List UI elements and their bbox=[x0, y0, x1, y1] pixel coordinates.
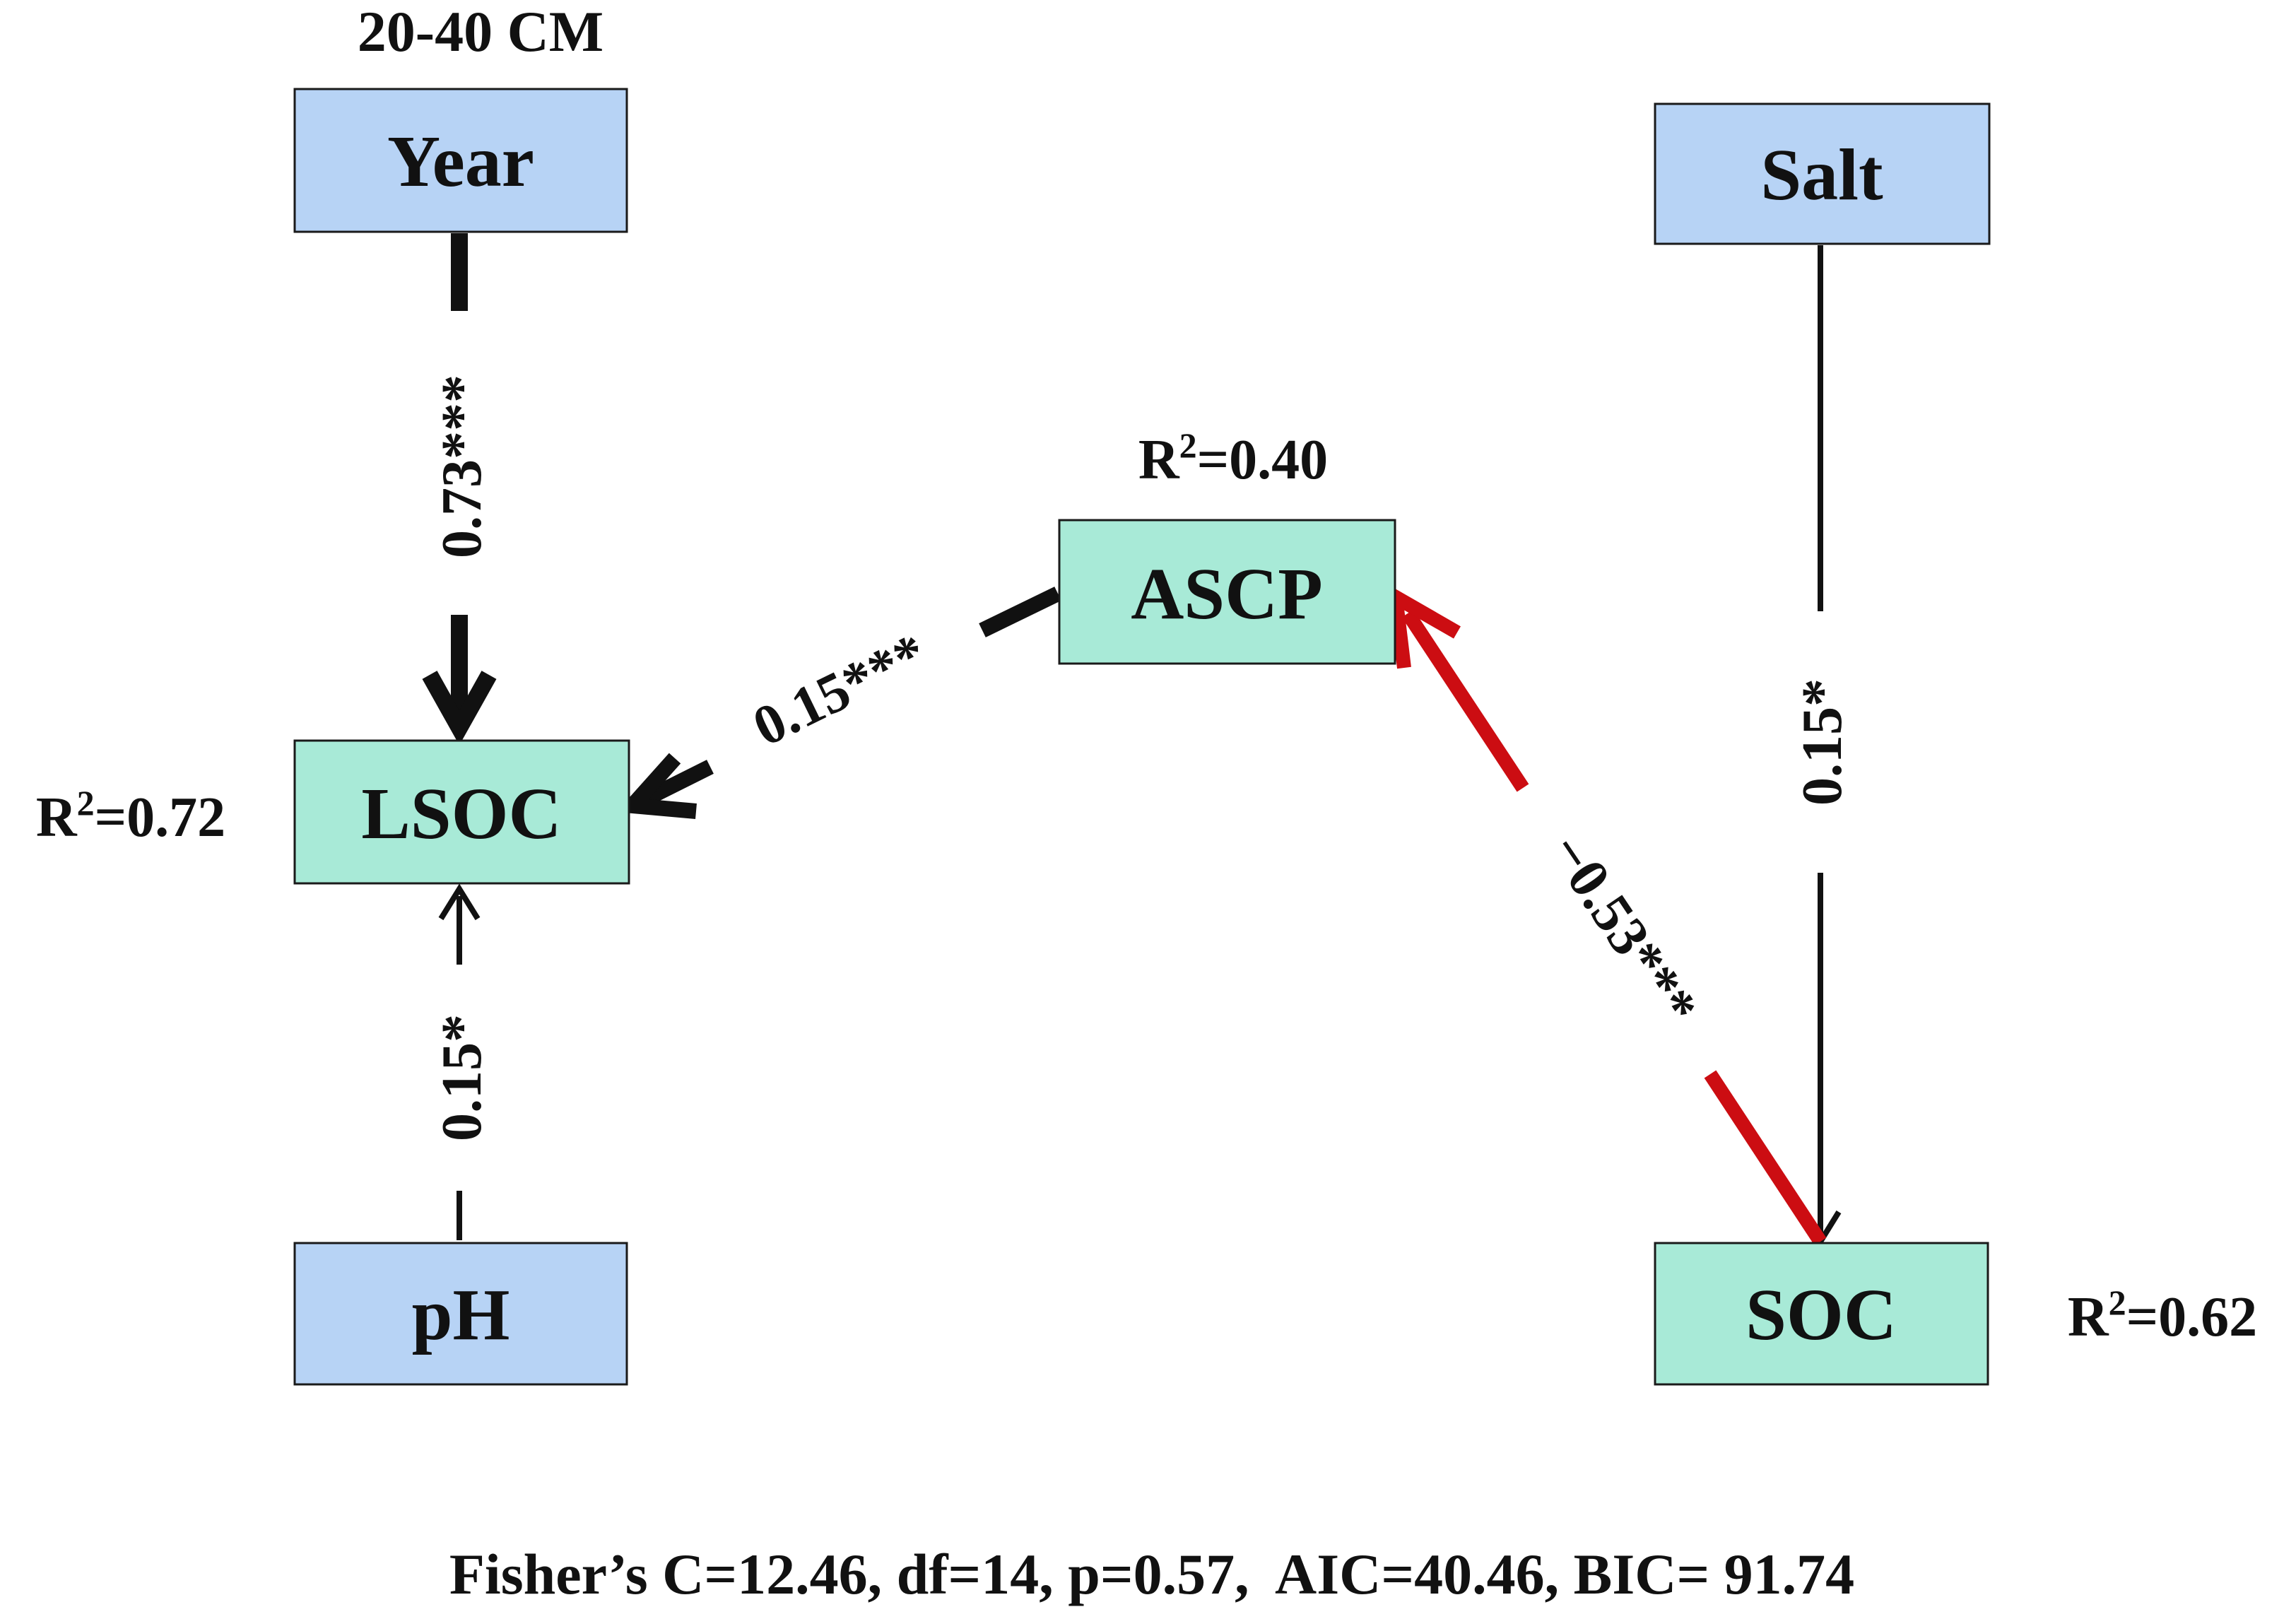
r2-soc-sup: 2 bbox=[2109, 1283, 2126, 1322]
node-soc-box bbox=[1654, 1242, 1989, 1386]
path-year-to-lsoc: 0.73*** bbox=[422, 233, 497, 746]
coef-year-to-lsoc: 0.73*** bbox=[431, 375, 493, 558]
r2-lsoc: R2=0.72 bbox=[36, 783, 225, 849]
path-soc-to-ascp-line-bottom bbox=[1704, 1070, 1827, 1246]
r2-ascp-value: =0.40 bbox=[1197, 429, 1329, 491]
path-salt-to-soc: 0.15* bbox=[1791, 245, 1854, 1247]
node-salt-label: Salt bbox=[1760, 134, 1883, 216]
node-year: Year bbox=[293, 88, 628, 233]
node-lsoc: LSOC R2=0.72 bbox=[36, 739, 630, 885]
node-lsoc-box bbox=[293, 739, 630, 885]
node-ascp-label: ASCP bbox=[1131, 553, 1323, 635]
r2-soc-prefix: R bbox=[2068, 1286, 2109, 1348]
node-ph-label: pH bbox=[412, 1274, 510, 1355]
r2-ascp: R2=0.40 bbox=[1138, 425, 1328, 491]
node-soc-label: SOC bbox=[1745, 1274, 1897, 1355]
r2-lsoc-sup: 2 bbox=[77, 783, 95, 823]
path-ascp-to-lsoc-line-right bbox=[979, 587, 1061, 637]
node-salt-box bbox=[1654, 102, 1991, 245]
node-lsoc-label: LSOC bbox=[361, 773, 561, 854]
r2-soc-value: =0.62 bbox=[2126, 1286, 2258, 1348]
node-ph-box bbox=[293, 1242, 628, 1386]
node-salt: Salt bbox=[1654, 102, 1991, 245]
path-soc-to-ascp: −0.53*** bbox=[1387, 584, 1827, 1246]
r2-ascp-sup: 2 bbox=[1179, 425, 1197, 465]
node-ascp: ASCP R2=0.40 bbox=[1058, 425, 1396, 665]
coef-soc-to-ascp: −0.53*** bbox=[1537, 823, 1709, 1037]
coef-ascp-to-lsoc: 0.15*** bbox=[743, 622, 936, 758]
r2-ascp-prefix: R bbox=[1138, 429, 1180, 491]
path-soc-to-ascp-line-top bbox=[1401, 609, 1529, 792]
path-ph-to-lsoc: 0.15* bbox=[431, 883, 493, 1240]
fit-statistics: Fisher’s C=12.46, df=14, p=0.57, AIC=40.… bbox=[449, 1542, 1854, 1606]
path-ph-to-lsoc-arrowhead bbox=[438, 883, 481, 921]
coef-ph-to-lsoc: 0.15* bbox=[431, 1014, 493, 1141]
path-year-to-lsoc-arrowhead bbox=[422, 671, 497, 746]
path-ascp-to-lsoc: 0.15*** bbox=[616, 587, 1061, 819]
r2-lsoc-prefix: R bbox=[36, 787, 78, 849]
diagram-title: 20-40 CM bbox=[358, 0, 604, 64]
path-ascp-to-lsoc-arrowhead bbox=[616, 753, 697, 819]
node-ph: pH bbox=[293, 1242, 628, 1386]
node-year-box bbox=[293, 88, 628, 233]
node-soc: SOC R2=0.62 bbox=[1654, 1242, 2257, 1386]
coef-salt-to-soc: 0.15* bbox=[1791, 678, 1854, 806]
node-ascp-box bbox=[1058, 519, 1396, 665]
node-year-label: Year bbox=[387, 121, 534, 202]
r2-soc: R2=0.62 bbox=[2068, 1283, 2257, 1348]
r2-lsoc-value: =0.72 bbox=[95, 787, 226, 849]
